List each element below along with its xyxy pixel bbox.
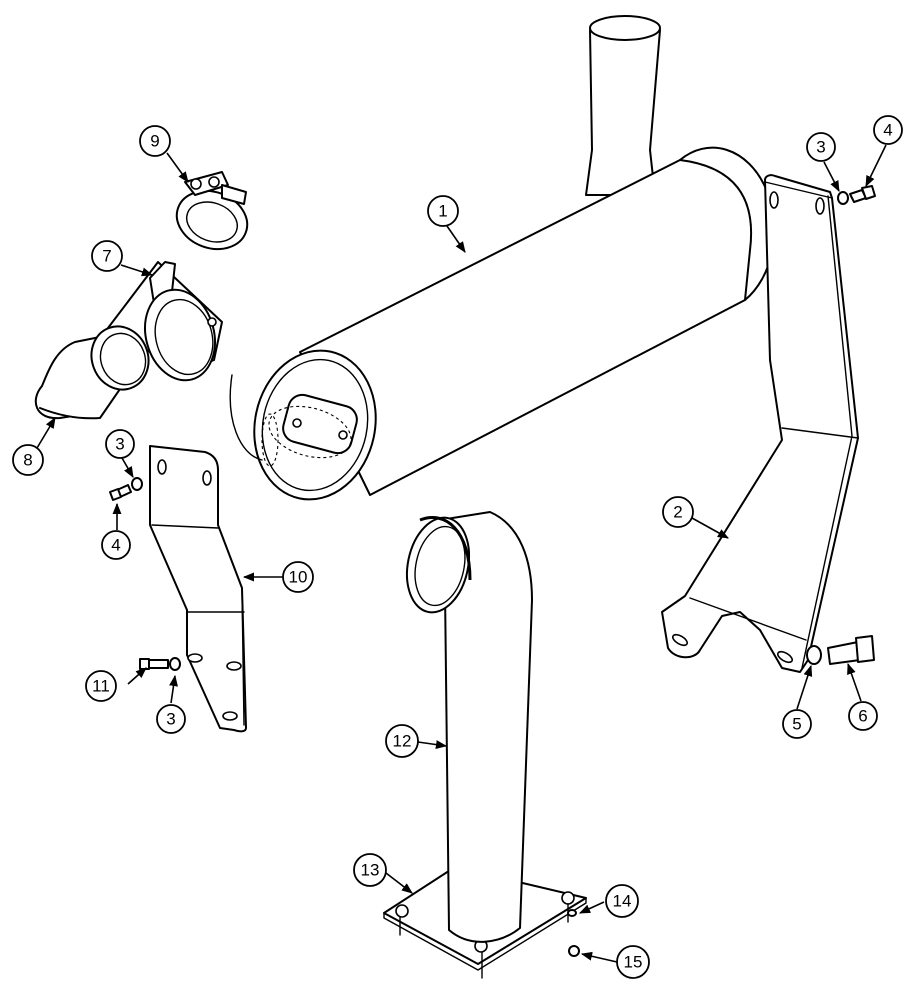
callout-label-6: 6 xyxy=(858,707,867,726)
left-bracket xyxy=(149,445,247,733)
callout-label-8: 8 xyxy=(23,451,32,470)
hardware xyxy=(109,185,876,957)
exhaust-stack xyxy=(383,511,587,979)
callout-label-7: 7 xyxy=(102,247,111,266)
callout-label-4: 4 xyxy=(883,121,892,140)
muffler xyxy=(229,15,776,501)
callout-13: 13 xyxy=(353,853,387,887)
callout-label-13: 13 xyxy=(361,861,380,880)
callout-3-lower-left: 3 xyxy=(156,704,186,734)
callout-label-10: 10 xyxy=(289,568,308,587)
callout-8: 8 xyxy=(12,444,44,476)
inlet-elbow xyxy=(34,325,150,420)
callout-3-left: 3 xyxy=(105,429,135,459)
callout-5: 5 xyxy=(782,709,812,739)
callout-label-2: 2 xyxy=(673,503,682,522)
callout-label-1: 1 xyxy=(438,202,447,221)
callout-9: 9 xyxy=(139,125,171,157)
callout-4-left: 4 xyxy=(101,530,131,560)
callout-10: 10 xyxy=(282,561,314,593)
callout-label-12: 12 xyxy=(393,732,412,751)
callout-3-top-right: 3 xyxy=(806,132,836,162)
right-bracket xyxy=(661,174,859,673)
callout-label-15: 15 xyxy=(624,953,643,972)
callout-12: 12 xyxy=(385,724,419,758)
callout-label-4: 4 xyxy=(111,536,120,555)
leader-lines xyxy=(36,144,887,963)
callout-label-5: 5 xyxy=(792,715,801,734)
callout-6: 6 xyxy=(848,701,878,731)
callout-15: 15 xyxy=(616,945,650,979)
v-band-clamp xyxy=(175,171,249,251)
callout-label-3: 3 xyxy=(166,710,175,729)
callout-label-11: 11 xyxy=(92,677,110,696)
callout-7: 7 xyxy=(91,240,123,272)
callout-4-top-right: 4 xyxy=(873,115,903,145)
callout-1: 1 xyxy=(427,195,459,227)
callout-label-3: 3 xyxy=(115,435,124,454)
flange-gasket xyxy=(107,261,223,382)
callout-14: 14 xyxy=(605,884,639,918)
callout-11: 11 xyxy=(85,670,117,702)
callout-2: 2 xyxy=(662,496,694,528)
callout-label-9: 9 xyxy=(150,132,159,151)
callout-label-14: 14 xyxy=(613,892,632,911)
callout-label-3: 3 xyxy=(816,138,825,157)
